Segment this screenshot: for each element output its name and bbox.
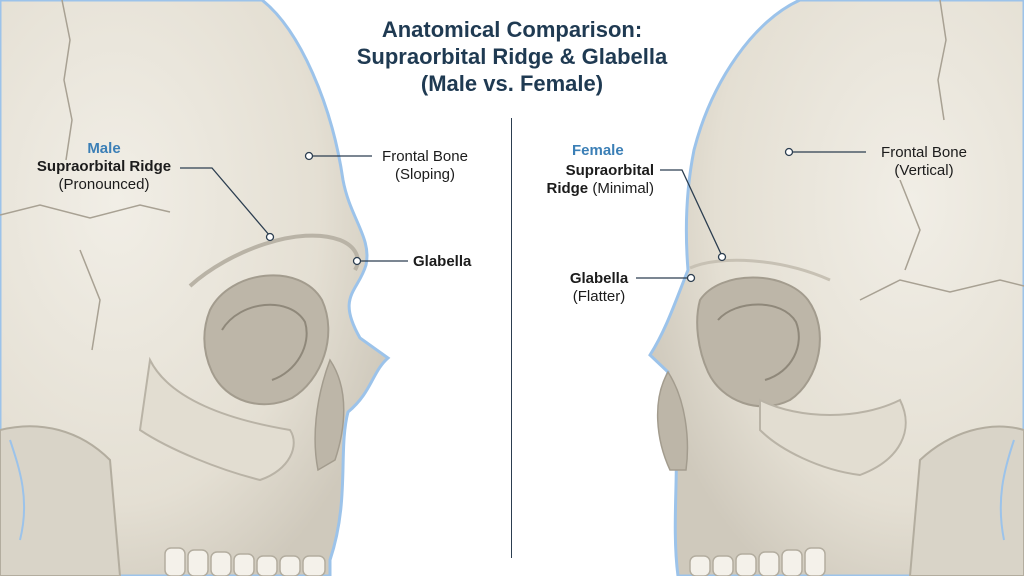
point-male-glabella (352, 256, 362, 266)
label-female-ridge: Supraorbital Ridge (Minimal) (520, 162, 654, 198)
male-suture (0, 0, 171, 351)
male-teeth (164, 547, 326, 576)
diagram-title: Anatomical Comparison: Supraorbital Ridg… (312, 16, 712, 97)
label-male-frontal-note: (Sloping) (394, 166, 456, 183)
label-female-frontal: Frontal Bone (Vertical) (868, 144, 980, 180)
point-female-frontal (784, 147, 794, 157)
female-suture (859, 0, 1024, 301)
female-cranium (648, 0, 1024, 576)
point-male-ridge (265, 232, 275, 242)
leader-female-ridge (660, 169, 723, 257)
female-skull (648, 0, 1024, 576)
label-female-sex: Female (572, 142, 624, 159)
label-female-glabella: Glabella (Flatter) (560, 270, 638, 306)
label-female-ridge-title-2: Ridge (546, 180, 589, 197)
female-orbit (696, 276, 821, 408)
female-brow-ridge (689, 258, 831, 282)
label-female-ridge-note: (Minimal) (592, 180, 654, 197)
female-nasal-cavity (656, 370, 689, 471)
label-male-frontal: Frontal Bone (Sloping) (370, 148, 480, 184)
label-male-glabella: Glabella (413, 253, 471, 271)
label-female-glabella-title: Glabella (569, 270, 629, 287)
male-jaw (0, 425, 122, 576)
label-male-sex: Male (87, 140, 121, 157)
label-male-glabella-title: Glabella (413, 253, 472, 270)
label-male-ridge: Male Supraorbital Ridge (Pronounced) (24, 140, 184, 194)
label-male-ridge-note: (Pronounced) (58, 176, 150, 193)
female-jaw (908, 425, 1024, 576)
point-male-frontal (304, 151, 314, 161)
male-orbit (203, 274, 330, 406)
label-male-frontal-title: Frontal Bone (382, 148, 468, 165)
title-line-3: (Male vs. Female) (420, 71, 604, 96)
male-nasal-cavity (314, 358, 345, 472)
point-female-ridge (717, 252, 727, 262)
label-female-ridge-title-1: Supraorbital (565, 162, 654, 179)
label-female-frontal-title: Frontal Bone (881, 144, 967, 161)
leader-male-ridge (180, 167, 271, 237)
point-female-glabella (686, 273, 696, 283)
male-cheekbone (138, 356, 295, 482)
label-female-glabella-note: (Flatter) (572, 288, 626, 305)
center-divider (511, 118, 512, 558)
label-male-ridge-title: Supraorbital Ridge (36, 158, 172, 175)
label-female-frontal-note: (Vertical) (894, 162, 954, 179)
male-brow-ridge (188, 233, 360, 288)
title-line-2: Supraorbital Ridge & Glabella (356, 44, 668, 69)
title-line-1: Anatomical Comparison: (381, 17, 643, 42)
female-teeth (689, 547, 826, 576)
male-skull (0, 0, 391, 576)
female-cheekbone (759, 398, 907, 477)
